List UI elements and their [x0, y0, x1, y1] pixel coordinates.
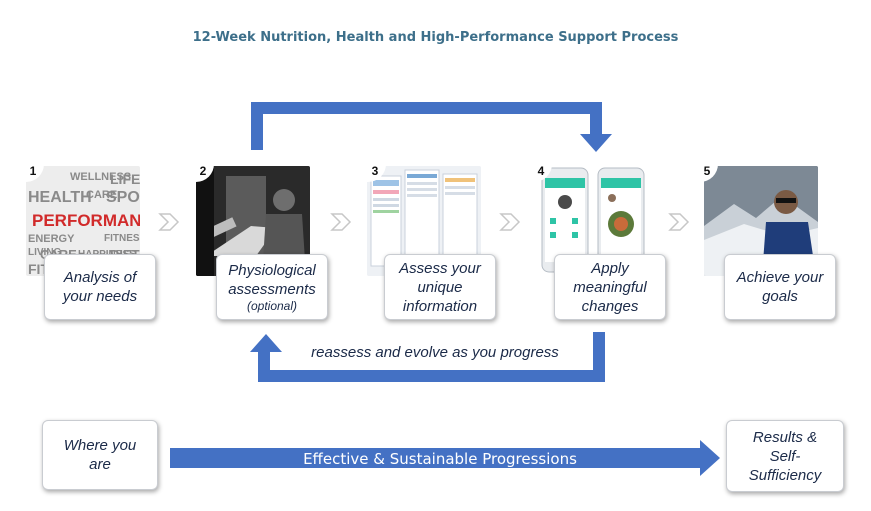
end-text: Self-	[769, 447, 801, 465]
step-3-text: unique	[417, 278, 463, 296]
step-5-number: 5	[696, 160, 718, 182]
end-text: Results &	[752, 428, 818, 446]
wordcloud-word: HEALTH	[28, 189, 92, 206]
step-1-text: Analysis of	[63, 269, 137, 286]
step-2-subtext: (optional)	[246, 299, 298, 313]
top-loop-arrow	[251, 102, 612, 152]
reassess-label: reassess and evolve as you progress	[311, 344, 559, 361]
progression-arrow	[170, 440, 720, 476]
chevron-right-icon	[330, 213, 352, 231]
start-text: are	[89, 456, 111, 473]
step-3-text: Assess your	[399, 259, 481, 277]
wordcloud-word: FITNESS	[104, 233, 140, 244]
step-5-text: goals	[762, 288, 798, 305]
wordcloud-word: SPORT	[106, 189, 140, 206]
chevron-right-icon	[158, 213, 180, 231]
step-3-text: information	[402, 297, 478, 315]
step-3-card: Assess your unique information	[384, 254, 496, 320]
wordcloud-word: CARE	[86, 189, 118, 201]
step-2-card: Physiological assessments (optional)	[216, 254, 328, 320]
step-2-text: Physiological	[228, 262, 316, 279]
progression-label: Effective & Sustainable Progressions	[303, 450, 577, 468]
step-1-text: your needs	[62, 288, 138, 305]
chevron-right-icon	[499, 213, 521, 231]
step-3-number: 3	[364, 160, 386, 182]
step-1-card: Analysis of your needs	[44, 254, 156, 320]
bottom-loop-arrow	[250, 332, 605, 382]
wordcloud-word: WELLNESS	[70, 171, 132, 183]
page-title: 12-Week Nutrition, Health and High-Perfo…	[192, 30, 679, 45]
step-4-text: meaningful	[573, 278, 647, 296]
start-text: Where you	[63, 437, 137, 454]
step-4-text: changes	[581, 297, 639, 315]
step-5-text: Achieve your	[736, 269, 824, 286]
end-card: Results & Self- Sufficiency	[726, 420, 844, 492]
start-card: Where you are	[42, 420, 158, 490]
end-text: Sufficiency	[748, 466, 822, 484]
step-1-number: 1	[22, 160, 44, 182]
step-4-card: Apply meaningful changes	[554, 254, 666, 320]
step-2-text: assessments	[228, 281, 316, 298]
step-5-card: Achieve your goals	[724, 254, 836, 320]
step-4-text: Apply	[591, 259, 629, 277]
wordcloud-word: LIFE	[110, 171, 140, 187]
wordcloud-word: PERFORMANCE	[32, 211, 140, 230]
wordcloud-word: ENERGY	[28, 233, 75, 245]
step-2-number: 2	[192, 160, 214, 182]
wordcloud-word: LIVING	[28, 247, 62, 258]
chevron-right-icon	[668, 213, 690, 231]
step-4-number: 4	[530, 160, 552, 182]
wordcloud-word: FIT	[28, 261, 49, 276]
